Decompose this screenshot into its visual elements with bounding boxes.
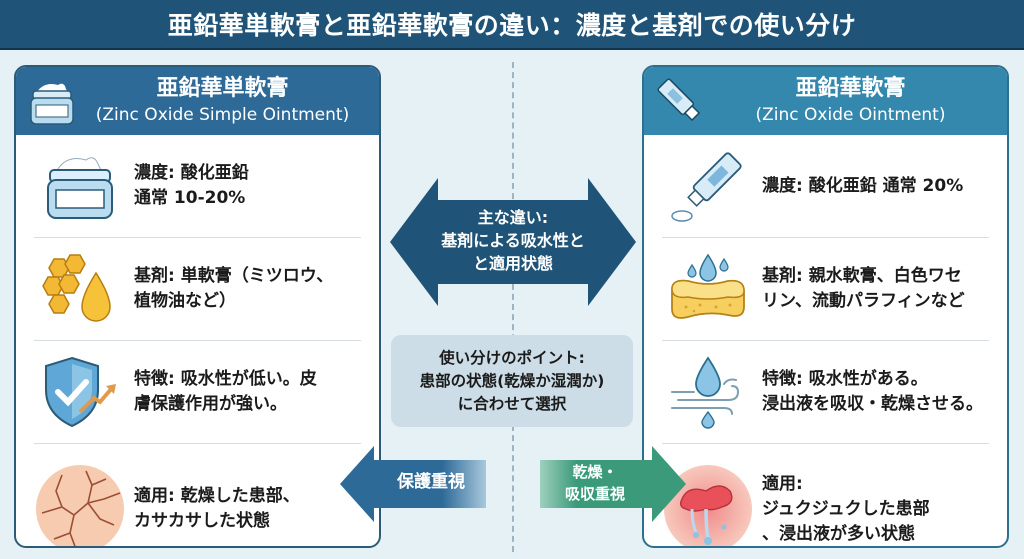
honeycomb-oil-drop-icon <box>42 254 111 322</box>
right-arrow-icon <box>540 446 686 522</box>
left-row-application: 適用: 乾燥した患部、 カサカサした状態 <box>34 444 361 546</box>
left-card-header: 亜鉛華単軟膏 (Zinc Oxide Simple Ointment) <box>16 67 379 135</box>
ointment-tube-icon <box>671 152 742 222</box>
ointment-jar-icon <box>30 83 74 125</box>
drying-absorption-focus-label: 乾燥・ 吸収重視 <box>564 463 625 503</box>
main-difference-arrow: 主な違い: 基剤による吸水性と と適用状態 <box>390 178 636 306</box>
left-feature-text: 特徴: 吸水性が低い。皮 膚保護作用が強い。 <box>134 369 317 414</box>
water-drop-wind-icon <box>671 356 740 429</box>
right-card-title-en: (Zinc Oxide Ointment) <box>755 105 946 125</box>
left-row-concentration: 濃度: 酸化亜鉛 通常 10-20% <box>34 135 361 238</box>
right-card-header: 亜鉛華軟膏 (Zinc Oxide Ointment) <box>644 67 1007 135</box>
left-base-text: 基剤: 単軟膏（ミツロウ、 植物油など） <box>134 266 334 311</box>
right-card-title-jp: 亜鉛華軟膏 <box>795 76 906 101</box>
title-bar: 亜鉛華単軟膏と亜鉛華軟膏の違い：濃度と基剤での使い分け <box>0 0 1024 50</box>
right-feature-text: 特徴: 吸水性がある。 浸出液を吸収・乾燥させる。 <box>762 369 983 414</box>
right-concentration-text: 濃度: 酸化亜鉛 通常 20% <box>762 175 964 196</box>
center-divider <box>512 62 514 552</box>
right-row-concentration: 濃度: 酸化亜鉛 通常 20% <box>662 135 989 238</box>
right-row-feature: 特徴: 吸水性がある。 浸出液を吸収・乾燥させる。 <box>662 341 989 444</box>
left-row-base: 基剤: 単軟膏（ミツロウ、 植物油など） <box>34 238 361 341</box>
cracked-skin-icon <box>36 465 124 546</box>
right-base-text: 基剤: 親水軟膏、白色ワセ リン、流動パラフィンなど <box>762 266 965 311</box>
left-card-zinc-oxide-simple-ointment: 亜鉛華単軟膏 (Zinc Oxide Simple Ointment) 濃度: … <box>14 65 381 548</box>
right-application-text: 適用: ジュクジュクした患部 、浸出液が多い状態 <box>762 473 930 544</box>
right-row-base: 基剤: 親水軟膏、白色ワセ リン、流動パラフィンなど <box>662 238 989 341</box>
ointment-tube-icon <box>657 78 701 122</box>
double-arrow-icon <box>390 178 636 306</box>
drying-absorption-focus-arrow: 乾燥・ 吸収重視 <box>540 446 686 522</box>
right-row-application: 適用: ジュクジュクした患部 、浸出液が多い状態 <box>662 444 989 546</box>
left-card-title-en: (Zinc Oxide Simple Ointment) <box>95 105 350 125</box>
sponge-water-drops-icon <box>671 253 745 319</box>
usage-point-box: 使い分けのポイント: 患部の状態(乾燥か湿潤か) に合わせて選択 <box>391 335 633 427</box>
ointment-jar-icon <box>47 157 113 219</box>
page-title: 亜鉛華単軟膏と亜鉛華軟膏の違い：濃度と基剤での使い分け <box>167 11 857 40</box>
left-arrow-icon <box>340 446 486 522</box>
protection-focus-label: 保護重視 <box>397 472 465 492</box>
left-card-title-jp: 亜鉛華単軟膏 <box>156 76 289 101</box>
main-difference-text: 主な違い: 基剤による吸水性と と適用状態 <box>441 208 585 273</box>
left-concentration-text: 濃度: 酸化亜鉛 通常 10-20% <box>134 163 249 208</box>
left-row-feature: 特徴: 吸水性が低い。皮 膚保護作用が強い。 <box>34 341 361 444</box>
shield-check-icon <box>45 356 116 428</box>
protection-focus-arrow: 保護重視 <box>340 446 486 522</box>
right-card-zinc-oxide-ointment: 亜鉛華軟膏 (Zinc Oxide Ointment) 濃度: 酸化亜鉛 通常 … <box>642 65 1009 548</box>
left-application-text: 適用: 乾燥した患部、 カサカサした状態 <box>134 486 300 531</box>
oozing-wound-icon <box>664 465 752 546</box>
